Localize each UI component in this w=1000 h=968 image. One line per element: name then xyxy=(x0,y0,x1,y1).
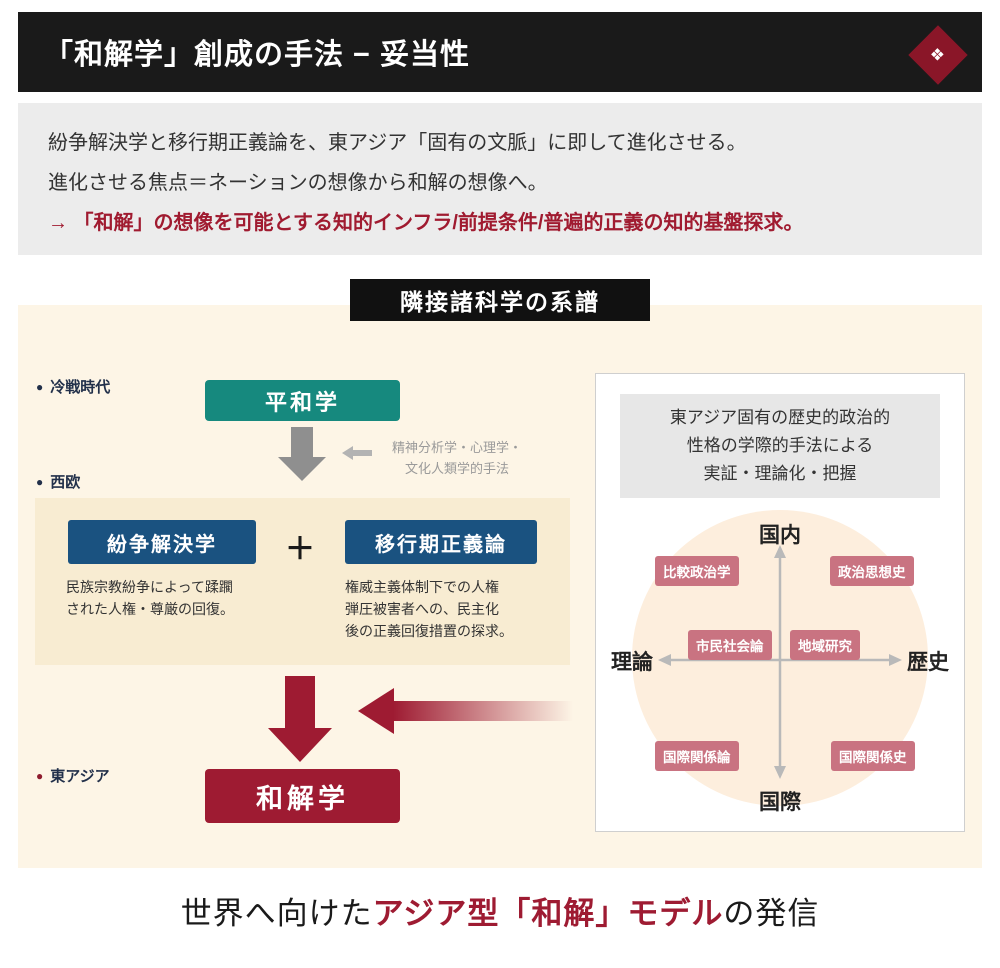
intro-line-3: → 「和解」の想像を可能とする知的インフラ/前提条件/普遍的正義の知的基盤探求。 xyxy=(48,212,804,234)
discipline-political-thought-history: 政治思想史 xyxy=(830,556,914,586)
axis-label-theory: 理論 xyxy=(611,651,653,674)
genealogy-title: 隣接諸科学の系譜 xyxy=(350,279,650,321)
page-title: 「和解学」創成の手法 − 妥当性 xyxy=(44,39,471,71)
university-crest-icon: ❖ xyxy=(930,45,946,65)
transitional-justice-box: 移行期正義論 xyxy=(345,520,537,564)
down-arrow-gray-icon xyxy=(278,427,326,481)
era-label-west: 西欧 xyxy=(36,471,80,492)
conflict-resolution-box: 紛争解決学 xyxy=(68,520,256,564)
discipline-civil-society-theory: 市民社会論 xyxy=(688,630,772,660)
intro-line-2: 進化させる焦点＝ネーションの想像から和解の想像へ。 xyxy=(48,172,548,194)
axis-label-international: 国際 xyxy=(759,791,801,814)
peace-studies-box: 平和学 xyxy=(205,380,400,421)
footer-highlight: アジア型「和解」モデル xyxy=(372,896,724,931)
axis-label-history: 歴史 xyxy=(907,651,949,674)
conflict-resolution-desc: 民族宗教紛争によって蹂躙 された人権・尊厳の回復。 xyxy=(66,579,234,617)
discipline-international-relations-theory: 国際関係論 xyxy=(655,741,739,771)
era-label-east-asia: 東アジア xyxy=(36,765,109,786)
discipline-international-relations-history: 国際関係史 xyxy=(831,741,915,771)
reconciliation-studies-box: 和解学 xyxy=(205,769,400,823)
left-arrow-red-icon xyxy=(358,688,573,734)
quadrant-note: 東アジア固有の歴史的政治的 性格の学際的手法による 実証・理論化・把握 xyxy=(620,394,940,498)
discipline-area-studies: 地域研究 xyxy=(790,630,860,660)
era-label-cold-war: 冷戦時代 xyxy=(36,376,110,397)
left-arrow-small-icon xyxy=(342,446,372,460)
methods-note: 精神分析学・心理学・ 文化人類学的手法 xyxy=(391,440,522,476)
transitional-justice-desc: 権威主義体制下での人権 弾圧被害者への、民主化 後の正義回復措置の探求。 xyxy=(345,579,513,639)
footer-statement: 世界へ向けたアジア型「和解」モデルの発信 xyxy=(0,888,1000,933)
footer-prefix: 世界へ向けた xyxy=(180,896,373,931)
plus-sign: ＋ xyxy=(285,533,315,566)
intro-line-1: 紛争解決学と移行期正義論を、東アジア「固有の文脈」に即して進化させる。 xyxy=(48,132,747,154)
footer-suffix: の発信 xyxy=(723,896,820,931)
quadrant-axes-icon xyxy=(658,545,902,779)
intro-box xyxy=(18,103,982,255)
down-arrow-red-icon xyxy=(268,676,332,762)
discipline-comparative-politics: 比較政治学 xyxy=(655,556,739,586)
header-bar: 「和解学」創成の手法 − 妥当性 xyxy=(18,12,982,92)
axis-label-domestic: 国内 xyxy=(759,524,801,547)
